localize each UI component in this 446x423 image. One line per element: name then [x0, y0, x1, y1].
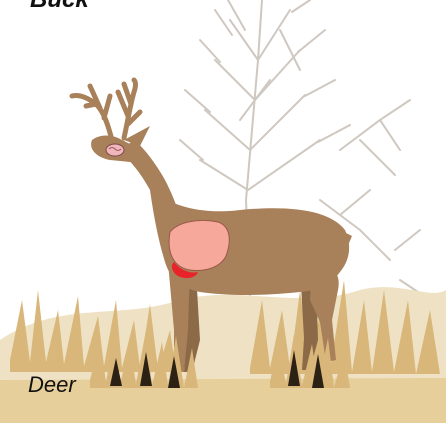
brain [106, 144, 124, 156]
grass-background [0, 280, 446, 423]
label-top: Buck [30, 0, 89, 14]
lungs [169, 220, 229, 270]
label-bottom: Deer [28, 372, 76, 398]
antlers [72, 80, 140, 140]
